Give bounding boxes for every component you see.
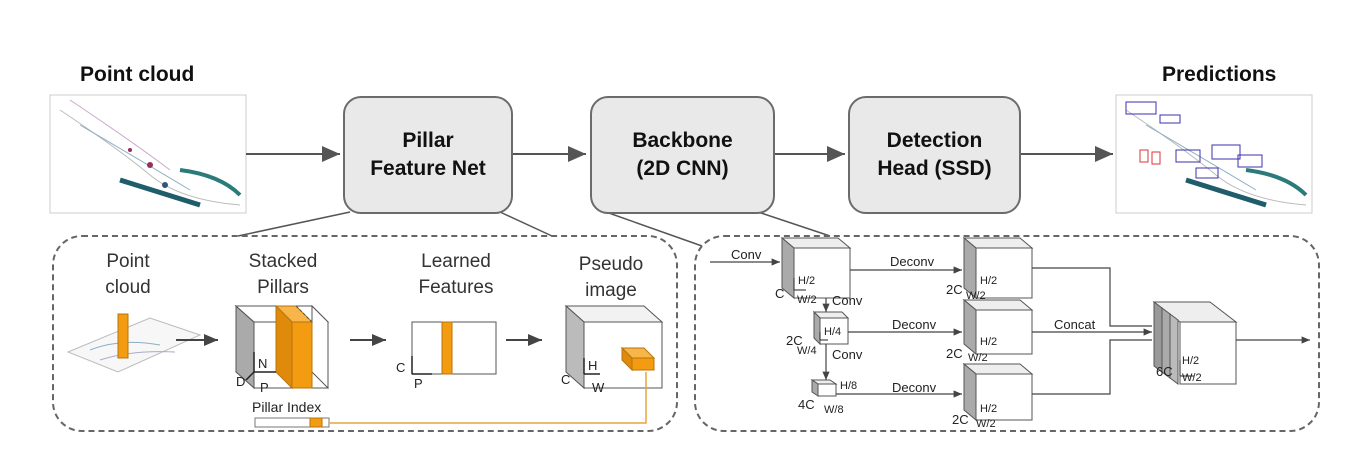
- conv-label-2: Conv: [832, 347, 863, 362]
- head-label-line1: Detection: [886, 129, 983, 152]
- size-2c-u1: 2C: [946, 282, 963, 297]
- backbone-label-line1: Backbone: [632, 129, 733, 152]
- pfn-label-line1: Pillar: [402, 129, 454, 152]
- predictions-title: Predictions: [1162, 63, 1277, 86]
- pseudo-image-graphic: [564, 304, 664, 390]
- size-h2-u3: H/2: [980, 403, 998, 415]
- size-w2-b1: W/2: [797, 294, 817, 306]
- size-w4-b2: W/4: [797, 345, 817, 357]
- dim-p-stacked: P: [260, 380, 269, 395]
- backbone-label-line2: (2D CNN): [636, 157, 729, 180]
- dim-n: N: [258, 356, 268, 371]
- pfn-label-line2: Feature Net: [370, 157, 486, 180]
- size-2c-b2: 2C: [786, 333, 803, 348]
- backbone-detail-panel: [694, 235, 1320, 432]
- predictions-thumbnail: [1115, 94, 1313, 214]
- backbone-network-graphic: [710, 236, 1310, 422]
- point-cloud-thumbnail: [49, 94, 247, 214]
- concat-label: Concat: [1054, 317, 1096, 332]
- pillar-in-cloud-graphic: [66, 313, 202, 373]
- learned-features-graphic: [411, 321, 497, 375]
- size-2c-u2: 2C: [946, 346, 963, 361]
- dim-c-features: C: [396, 360, 406, 375]
- dim-h-pseudo: H: [588, 358, 598, 373]
- size-h2-u2: H/2: [980, 336, 998, 348]
- size-w2-concat: W/2: [1182, 372, 1202, 384]
- deconv-label-2: Deconv: [892, 317, 937, 332]
- backbone-box: Backbone (2D CNN): [590, 96, 775, 214]
- stacked-pillars-graphic: [234, 304, 330, 390]
- size-w2-u3: W/2: [976, 418, 996, 430]
- conv-label-1: Conv: [832, 293, 863, 308]
- size-h8-b3: H/8: [840, 380, 858, 392]
- pillar-feature-net-box: Pillar Feature Net: [343, 96, 513, 214]
- dim-w-pseudo: W: [592, 380, 605, 395]
- size-h2-concat: H/2: [1182, 355, 1200, 367]
- size-h2-u1: H/2: [980, 275, 998, 287]
- deconv-label-1: Deconv: [890, 254, 935, 269]
- dim-p-features: P: [414, 376, 423, 391]
- size-h2-b1: H/2: [798, 275, 816, 287]
- pillar-index-label: Pillar Index: [252, 399, 322, 415]
- dim-d: D: [236, 374, 246, 389]
- size-h4-b2: H/4: [824, 326, 842, 338]
- point-cloud-title: Point cloud: [80, 63, 195, 86]
- size-w2-u2: W/2: [968, 352, 988, 364]
- deconv-label-3: Deconv: [892, 380, 937, 395]
- size-c-b1: C: [775, 286, 785, 301]
- dim-c-pseudo: C: [561, 372, 571, 387]
- size-6c-concat: 6C: [1156, 364, 1173, 379]
- conv-label-input: Conv: [731, 247, 762, 262]
- size-w2-u1: W/2: [966, 290, 986, 302]
- size-w8-b3: W/8: [824, 404, 844, 416]
- size-4c-b3: 4C: [798, 397, 815, 412]
- size-2c-u3: 2C: [952, 412, 969, 427]
- detection-head-box: Detection Head (SSD): [848, 96, 1021, 214]
- pfn-detail-panel: [52, 235, 678, 432]
- head-label-line2: Head (SSD): [877, 157, 992, 180]
